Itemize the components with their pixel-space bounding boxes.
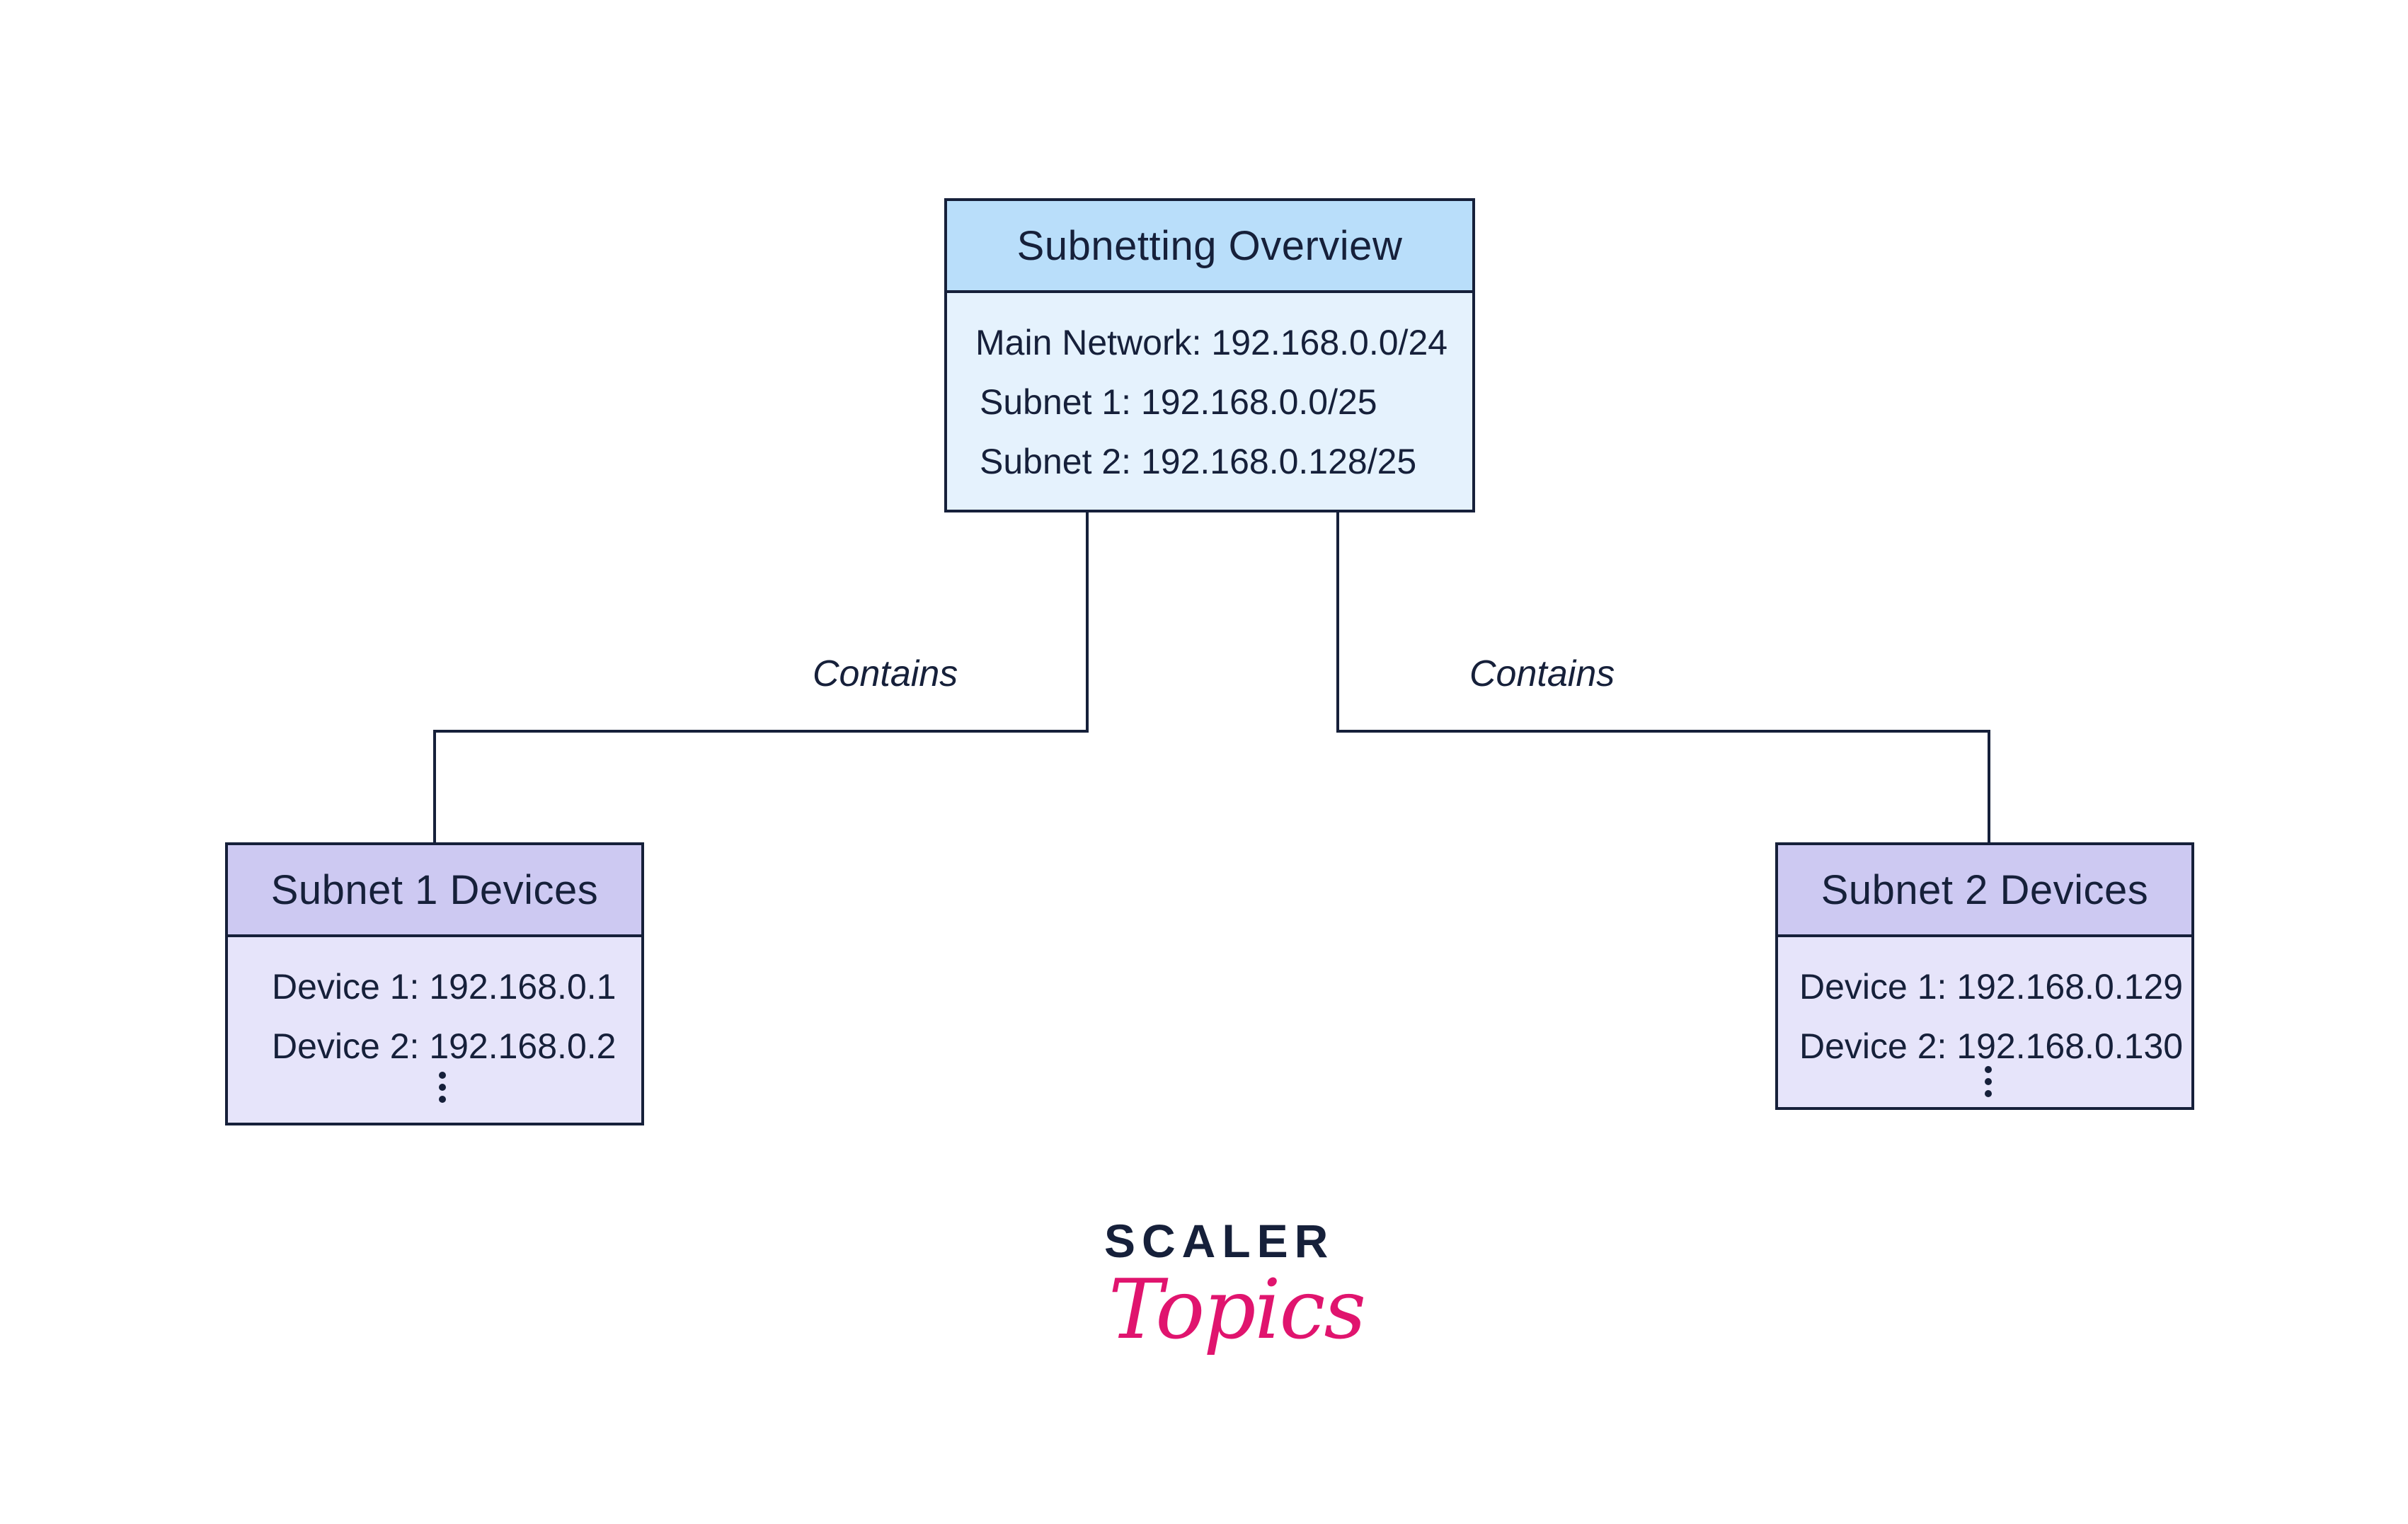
subnet-2-body: Device 1: 192.168.0.129 Device 2: 192.16… [1778,937,2191,1097]
connector-overview-to-subnet2 [1336,512,1990,842]
subnet-2-title: Subnet 2 Devices [1778,845,2191,937]
subnet-2-device-2: Device 2: 192.168.0.130 [1799,1026,2184,1066]
ellipsis-vertical-icon [258,1072,627,1103]
logo-wordmark-topics: Topics [1108,1262,1366,1358]
overview-subnet-1: Subnet 1: 192.168.0.0/25 [980,382,1377,422]
overview-subnet-2: Subnet 2: 192.168.0.128/25 [980,442,1417,481]
subnet-1-devices-box: Subnet 1 Devices Device 1: 192.168.0.1 D… [225,842,644,1125]
overview-title: Subnetting Overview [947,201,1472,293]
logo-wordmark-scaler: SCALER [1104,1215,1335,1267]
connector-overview-to-subnet1 [433,512,1089,842]
scaler-topics-logo: SCALER Topics [1104,1214,1366,1391]
subnet-1-device-1: Device 1: 192.168.0.1 [272,967,617,1007]
subnet-2-device-1: Device 1: 192.168.0.129 [1799,967,2184,1007]
overview-main-network: Main Network: 192.168.0.0/24 [975,323,1448,362]
edge-label-left: Contains [813,653,958,694]
subnet-1-body: Device 1: 192.168.0.1 Device 2: 192.168.… [228,937,641,1103]
subnet-1-title: Subnet 1 Devices [228,845,641,937]
subnetting-overview-box: Subnetting Overview Main Network: 192.16… [944,198,1475,512]
subnet-2-devices-box: Subnet 2 Devices Device 1: 192.168.0.129… [1775,842,2194,1110]
subnet-1-device-2: Device 2: 192.168.0.2 [272,1026,617,1066]
edge-label-right: Contains [1469,653,1615,694]
ellipsis-vertical-icon [1799,1066,2177,1097]
overview-body: Main Network: 192.168.0.0/24 Subnet 1: 1… [947,293,1472,491]
